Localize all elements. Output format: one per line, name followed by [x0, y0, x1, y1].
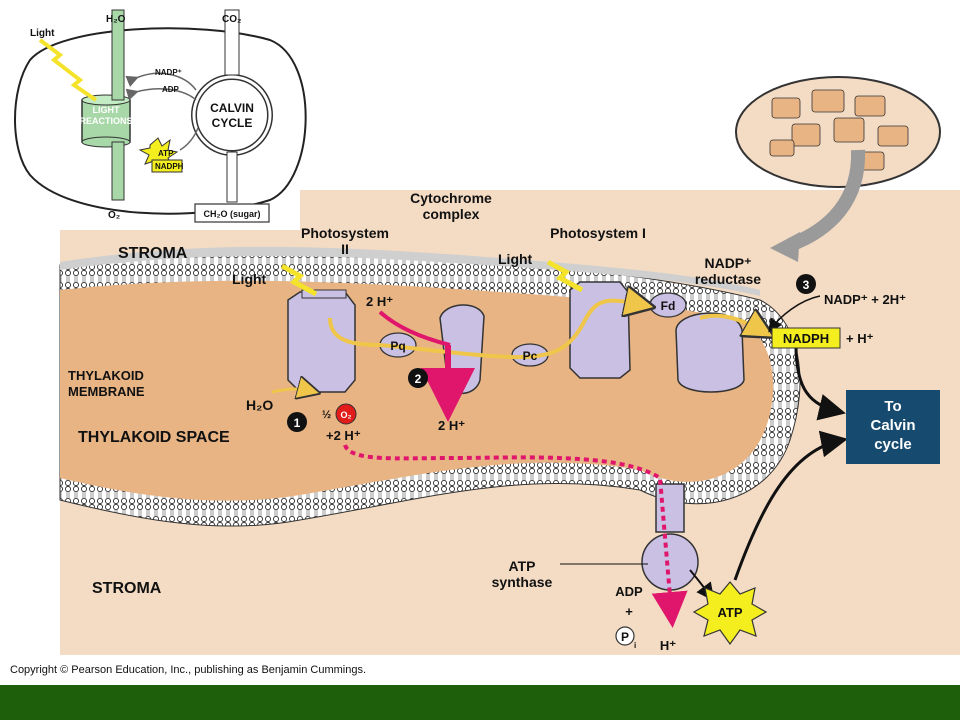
inset-atp-label: ATP [158, 149, 174, 158]
step-1-circle [287, 412, 307, 432]
light-left-label: Light [232, 271, 267, 287]
o2-label: O₂ [341, 410, 352, 420]
nadph-label: NADPH [783, 331, 829, 346]
h-mid-label: 2 H⁺ [438, 418, 465, 433]
footer-bar [0, 685, 960, 720]
inset-light-label: Light [30, 28, 55, 39]
nadp-reduction-arrow [699, 316, 768, 334]
nadph-to-calvin-arrow [794, 344, 846, 421]
to-calvin-label-1: To [884, 398, 901, 415]
atp-synthase-label-2: synthase [492, 574, 553, 590]
thylakoid-membrane-label-1: THYLAKOID [68, 368, 144, 383]
adp-label: ADP [615, 584, 643, 599]
to-calvin-label-3: cycle [874, 436, 912, 453]
photosystem-ii-label-1: Photosystem [301, 225, 389, 241]
inset-sugar-label: CH₂O (sugar) [203, 209, 260, 219]
copyright-text: Copyright © Pearson Education, Inc., pub… [10, 664, 367, 676]
plus-label: + [625, 604, 633, 619]
proton-pump-arrow [378, 310, 451, 347]
inset-light-reactions-label-2: REACTIONS [79, 116, 132, 126]
pq-label: Pq [390, 339, 405, 353]
photosystem-ii-complex [287, 289, 356, 393]
h-bottom-label: H⁺ [660, 638, 676, 653]
stroma-bottom-label: STROMA [92, 580, 162, 597]
chloroplast-overview: Light H₂O CO₂ NADP⁺ ADP LIGHT REACTIONS … [0, 0, 307, 230]
stroma-top-band [60, 246, 760, 296]
fd-label: Fd [661, 299, 676, 313]
cytochrome-label-2: complex [423, 206, 480, 222]
light-bolt-left [280, 263, 318, 297]
plus-h-label: + H⁺ [846, 331, 874, 346]
inset-calvin-label-1: CALVIN [210, 101, 254, 115]
atp-synthase-label-1: ATP [509, 558, 536, 574]
inset-light-reactions-label-1: LIGHT [93, 105, 120, 115]
o2-molecule [335, 403, 357, 425]
photosystem-ii-label-2: II [341, 241, 349, 257]
pi-circle [615, 626, 635, 646]
step-3-circle [796, 274, 816, 294]
inset-calvin-label-2: CYCLE [212, 116, 253, 130]
thylakoid-membrane-label-2: MEMBRANE [68, 384, 145, 399]
atp-star [692, 581, 768, 646]
inset-co2-label: CO₂ [222, 14, 241, 25]
step-1-label: 1 [294, 416, 301, 430]
water-label: H₂O [246, 397, 273, 413]
h-top-label: 2 H⁺ [366, 294, 393, 309]
pi-subscript: i [634, 641, 636, 650]
plus-2h-label: +2 H⁺ [326, 428, 361, 443]
photosystem-i-label: Photosystem I [550, 225, 646, 241]
nadp-reductase-label-2: reductase [695, 271, 761, 287]
chloroplast-thumbnail [735, 76, 941, 262]
thylakoid-space-label: THYLAKOID SPACE [78, 429, 230, 446]
inset-water-label: H₂O [106, 14, 126, 25]
nadp-reductase-label-1: NADP⁺ [704, 255, 751, 271]
cytochrome-label-1: Cytochrome [410, 190, 492, 206]
atp-to-calvin-arrow [733, 430, 848, 581]
water-split-arrow [271, 389, 315, 392]
nadp-reductase-complex [675, 312, 745, 393]
light-bolt-right [546, 259, 584, 293]
electron-flow-arrow [328, 301, 648, 360]
step-2-label: 2 [415, 372, 422, 386]
to-calvin-box [846, 390, 940, 464]
to-calvin-label-2: Calvin [870, 417, 915, 434]
step-3-label: 3 [803, 278, 810, 292]
step-2-circle [408, 368, 428, 388]
nadp-input-arrow [768, 295, 821, 333]
inset-adp-label: ADP [162, 85, 180, 94]
nadp-input-label: NADP⁺ + 2H⁺ [824, 292, 906, 307]
atp-label: ATP [717, 605, 742, 620]
inset-nadph-label: NADPH [155, 162, 184, 171]
nadph-box [771, 327, 841, 349]
inset-o2-label: O₂ [108, 210, 120, 221]
inset-nadp-label: NADP⁺ [155, 68, 182, 77]
half-label: ½ [322, 409, 331, 421]
photosystem-i-complex [569, 281, 631, 379]
pi-label: P [621, 630, 629, 644]
light-right-label: Light [498, 251, 533, 267]
pc-label: Pc [523, 349, 538, 363]
stroma-top-label: STROMA [118, 245, 188, 262]
